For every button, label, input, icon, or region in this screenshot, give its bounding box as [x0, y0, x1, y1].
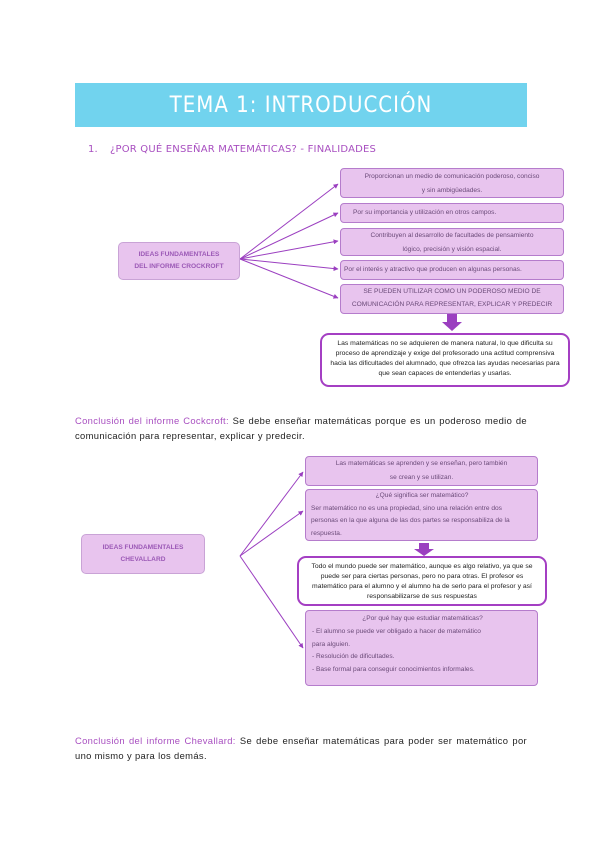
item-text: Por el interés y atractivo que producen …: [344, 266, 522, 273]
cockroft-item-1: Proporcionan un medio de comunicación po…: [340, 168, 564, 198]
connector-4: [239, 258, 339, 272]
cockroft-item-4: Por el interés y atractivo que producen …: [340, 260, 564, 280]
item-text: Contribuyen al desarrollo de facultades …: [370, 232, 534, 239]
connector-2: [239, 212, 339, 260]
chevallard-box-1: Las matemáticas se aprenden y se enseñan…: [305, 456, 538, 486]
chevallard-note: Todo el mundo puede ser matemático, aunq…: [297, 556, 547, 606]
item-text: Por su importancia y utilización en otro…: [353, 209, 497, 216]
cockroft-item-2: Por su importancia y utilización en otro…: [340, 203, 564, 223]
box-text: ¿Qué significa ser matemático?: [375, 492, 469, 499]
conclusion-label: Conclusión del informe Cockcroft:: [75, 415, 229, 426]
note-text: Las matemáticas no se adquieren de maner…: [330, 340, 560, 377]
box-text: - Base formal para conseguir conocimient…: [312, 666, 475, 674]
box-text: se crean y se utilizan.: [389, 474, 454, 481]
down-arrow-icon-2: [414, 543, 434, 556]
idea-line-2: CHEVALLARD: [120, 556, 166, 563]
conclusion-label: Conclusión del informe Chevallard:: [75, 735, 236, 746]
item-text: SE PUEDEN UTILIZAR COMO UN PODEROSO MEDI…: [363, 288, 541, 295]
chevallard-box-3: ¿Por qué hay que estudiar matemáticas? -…: [305, 610, 538, 686]
box-text: Las matemáticas se aprenden y se enseñan…: [335, 460, 508, 467]
connector-1: [239, 183, 339, 260]
connector-3: [239, 239, 339, 260]
box-text: ¿Por qué hay que estudiar matemáticas?: [362, 615, 483, 622]
conclusion-text: Se debe enseñar matemáticas para poder s…: [75, 735, 527, 761]
box-text: personas en la que alguna de las dos par…: [311, 517, 510, 524]
idea-line-1: IDEAS FUNDAMENTALES: [102, 544, 184, 551]
cockroft-note: Las matemáticas no se adquieren de maner…: [320, 333, 570, 387]
section-number: 1.: [88, 144, 98, 155]
idea-line-2: DEL INFORME CROCKROFT: [134, 263, 224, 270]
connector-6: [239, 471, 304, 557]
box-text: Ser matemático no es una propiedad, sino…: [311, 504, 502, 512]
title-banner: TEMA 1: INTRODUCCIÓN: [75, 83, 527, 127]
item-text: lógico, precisión y visión espacial.: [402, 246, 502, 253]
connector-7: [239, 510, 304, 557]
item-text: COMUNICACIÓN PARA REPRESENTAR, EXPLICAR …: [351, 301, 553, 308]
box-text: para alguien.: [312, 640, 351, 648]
note-text: Todo el mundo puede ser matemático, aunq…: [311, 563, 533, 600]
idea-box-chevallard: IDEAS FUNDAMENTALES CHEVALLARD: [81, 534, 205, 574]
item-text: Proporcionan un medio de comunicación po…: [364, 173, 540, 180]
item-text: y sin ambigüedades.: [421, 187, 483, 194]
down-arrow-icon: [442, 314, 462, 331]
cockroft-item-3: Contribuyen al desarrollo de facultades …: [340, 228, 564, 256]
idea-box-cockroft: IDEAS FUNDAMENTALES DEL INFORME CROCKROF…: [118, 242, 240, 280]
conclusion-text: Se debe enseñar matemáticas porque es un…: [75, 415, 527, 441]
connector-5: [239, 258, 339, 299]
idea-line-1: IDEAS FUNDAMENTALES: [138, 251, 220, 258]
box-text: respuesta.: [311, 529, 342, 537]
box-text: - Resolución de dificultades.: [312, 653, 395, 661]
cockroft-conclusion: Conclusión del informe Cockcroft: Se deb…: [75, 413, 527, 443]
box-text: - El alumno se puede ver obligado a hace…: [312, 627, 481, 635]
section-heading: 1. ¿POR QUÉ ENSEÑAR MATEMÁTICAS? - FINALI…: [88, 144, 376, 155]
section-title: ¿POR QUÉ ENSEÑAR MATEMÁTICAS? - FINALIDA…: [109, 144, 377, 155]
connector-8: [239, 555, 304, 649]
cockroft-item-5: SE PUEDEN UTILIZAR COMO UN PODEROSO MEDI…: [340, 284, 564, 314]
chevallard-box-2: ¿Qué significa ser matemático? Ser matem…: [305, 489, 538, 541]
page-title: TEMA 1: INTRODUCCIÓN: [169, 92, 433, 118]
chevallard-conclusion: Conclusión del informe Chevallard: Se de…: [75, 733, 527, 763]
